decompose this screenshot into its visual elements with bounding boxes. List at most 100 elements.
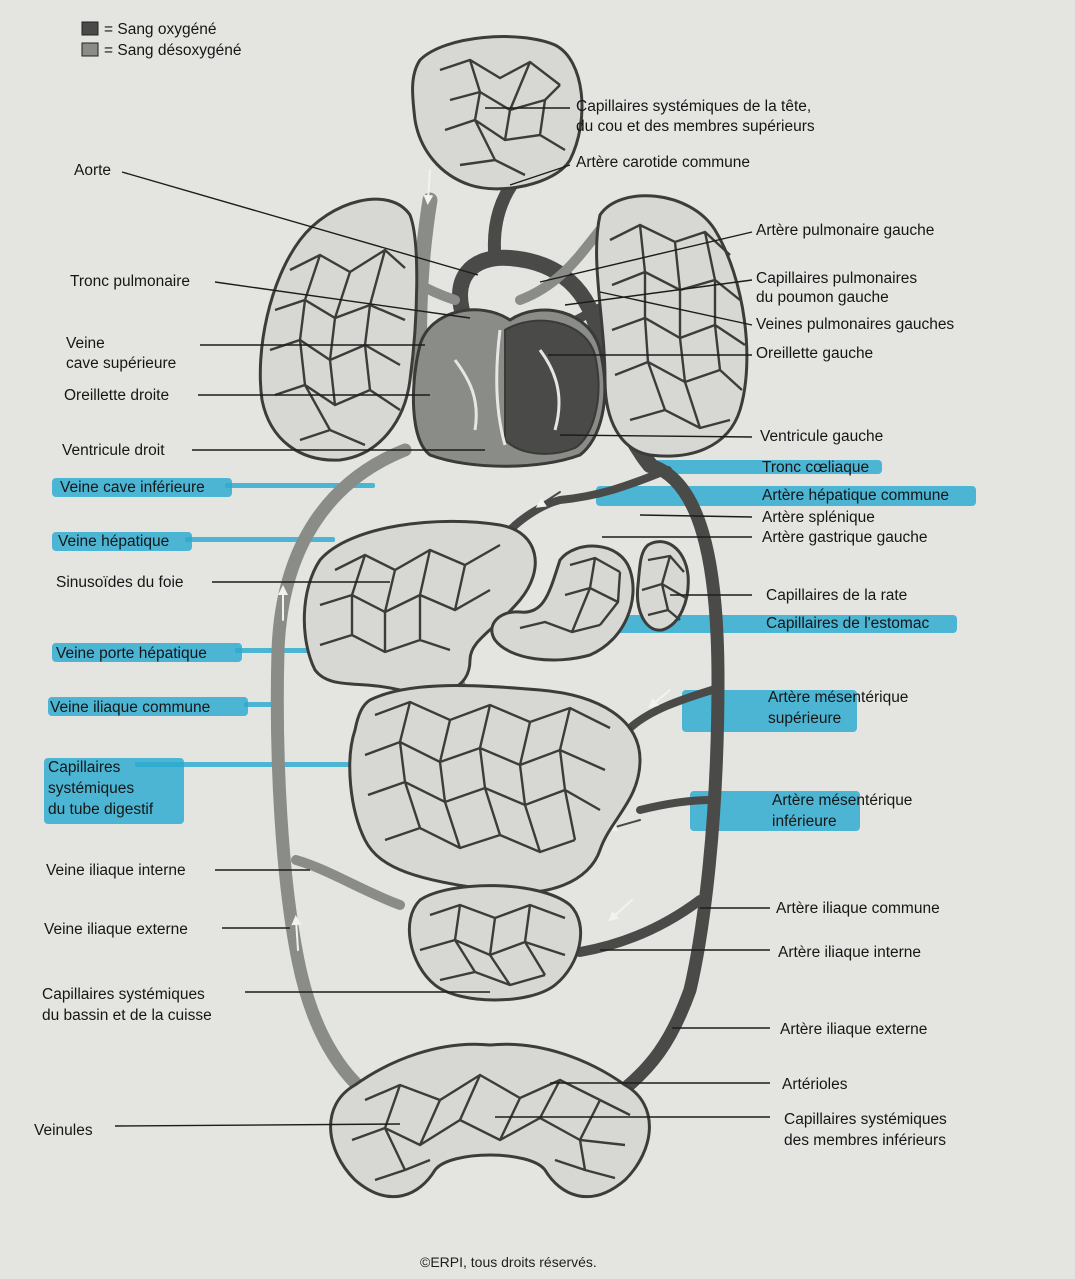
label-capillaires-tete-1: Capillaires systémiques de la tête, xyxy=(576,98,811,115)
label-sinusoides-du-foie: Sinusoïdes du foie xyxy=(56,574,184,591)
label-veine-cave-superieure-1: Veine xyxy=(66,335,105,352)
label-artere-iliaque-commune: Artère iliaque commune xyxy=(776,900,940,917)
highlight-mesenterique-superieure xyxy=(682,690,857,732)
label-artere-pulmonaire-gauche: Artère pulmonaire gauche xyxy=(756,222,934,239)
label-aorte: Aorte xyxy=(74,162,111,179)
label-capillaires-membres-2: des membres inférieurs xyxy=(784,1132,946,1149)
label-veine-iliaque-commune: Veine iliaque commune xyxy=(50,699,210,716)
label-oreillette-droite: Oreillette droite xyxy=(64,387,169,404)
label-artere-gastrique-gauche: Artère gastrique gauche xyxy=(762,529,927,546)
highlighter-marks xyxy=(44,460,976,831)
label-capillaires-pulmonaires-1: Capillaires pulmonaires xyxy=(756,270,917,287)
label-veine-iliaque-interne: Veine iliaque interne xyxy=(46,862,186,879)
legend-deoxygenated-label: = Sang désoxygéné xyxy=(104,42,241,59)
label-tronc-pulmonaire: Tronc pulmonaire xyxy=(70,273,190,290)
heart xyxy=(411,308,607,468)
leader-artere-splenique xyxy=(639,514,753,518)
left-lung-capillaries xyxy=(595,194,749,458)
stomach-capillaries xyxy=(490,544,635,662)
label-veine-cave-inferieure: Veine cave inférieure xyxy=(60,479,205,496)
leader-ventricule-gauche xyxy=(559,434,753,438)
right-lung-mesh xyxy=(269,248,406,447)
leader-veines-pulmonaires xyxy=(599,291,753,326)
legend-oxygenated-label: = Sang oxygéné xyxy=(104,21,216,38)
leader-capillaires-pulmonaires xyxy=(564,279,753,306)
label-veinules: Veinules xyxy=(34,1122,93,1139)
leader-lines xyxy=(114,107,770,1127)
highlight-tronc-coeliaque xyxy=(652,460,882,474)
label-mesenterique-superieure-1: Artère mésentérique xyxy=(768,689,908,706)
label-artere-iliaque-externe: Artère iliaque externe xyxy=(780,1021,927,1038)
flow-arrow-mesenteric xyxy=(648,689,671,709)
label-capillaires-rate: Capillaires de la rate xyxy=(766,587,907,604)
flow-arrow-aorta-desc xyxy=(608,899,633,922)
flow-arrow-ext-vein xyxy=(291,915,302,951)
label-capillaires-membres-1: Capillaires systémiques xyxy=(784,1111,947,1128)
label-mesenterique-superieure-2: supérieure xyxy=(768,710,841,727)
label-capillaires-tete-2: du cou et des membres supérieurs xyxy=(576,118,815,135)
flow-arrow-hepatic xyxy=(535,491,561,508)
highlight-capillaires-tube-digestif xyxy=(44,758,184,824)
label-capillaires-tube-3: du tube digestif xyxy=(48,801,154,818)
label-veine-hepatique: Veine hépatique xyxy=(58,533,169,550)
label-mesenterique-inferieure-2: inférieure xyxy=(772,813,837,830)
leader-aorte xyxy=(121,171,479,276)
head-capillary-bed xyxy=(411,35,584,191)
labels-left: Aorte Tronc pulmonaire Veine cave supéri… xyxy=(34,162,212,1139)
iliac-vein-internal xyxy=(291,855,405,910)
label-capillaires-pulmonaires-2: du poumon gauche xyxy=(756,289,889,306)
label-tronc-coeliaque: Tronc cœliaque xyxy=(762,459,869,476)
highlight-veine-hepatique xyxy=(52,532,192,551)
leader-pulmonaire-gauche xyxy=(539,231,753,283)
highlight-mesenterique-inferieure xyxy=(690,791,860,831)
legend: = Sang oxygéné = Sang désoxygéné xyxy=(81,21,241,59)
digestive-tract-capillaries xyxy=(348,684,642,895)
celiac-trunk xyxy=(506,466,672,534)
label-capillaires-tube-2: systémiques xyxy=(48,780,134,797)
label-veine-iliaque-externe: Veine iliaque externe xyxy=(44,921,188,938)
label-capillaires-bassin-2: du bassin et de la cuisse xyxy=(42,1007,212,1024)
label-veine-porte-hepatique: Veine porte hépatique xyxy=(56,645,207,662)
label-artere-splenique: Artère splénique xyxy=(762,509,875,526)
carotid-artery xyxy=(487,173,522,265)
label-veines-pulmonaires-gauches: Veines pulmonaires gauches xyxy=(756,316,954,333)
leader-tronc-pulmonaire xyxy=(214,281,471,319)
flow-arrow-svc xyxy=(423,169,434,205)
pulmonary-artery-left xyxy=(515,225,605,305)
lower-limb-mesh xyxy=(351,1073,631,1182)
leader-veinules xyxy=(114,1123,401,1127)
inferior-mesenteric-artery xyxy=(636,796,716,814)
label-veine-cave-superieure-2: cave supérieure xyxy=(66,355,176,372)
pelvis-capillaries xyxy=(407,884,583,1002)
label-capillaires-estomac: Capillaires de l'estomac xyxy=(766,615,929,632)
liver-mesh xyxy=(319,543,501,654)
spleen-mesh xyxy=(641,554,687,621)
stomach-mesh xyxy=(519,556,622,634)
arterial-descending-loop xyxy=(603,458,725,1107)
heart-septum xyxy=(453,329,561,446)
label-artere-iliaque-interne: Artère iliaque interne xyxy=(778,944,921,961)
label-capillaires-bassin-1: Capillaires systémiques xyxy=(42,986,205,1003)
label-arterioles: Artérioles xyxy=(782,1076,848,1093)
legend-swatch-deoxygenated xyxy=(81,42,99,57)
label-ventricule-droit: Ventricule droit xyxy=(62,442,165,459)
label-capillaires-tube-1: Capillaires xyxy=(48,759,121,776)
label-artere-carotide-commune: Artère carotide commune xyxy=(576,154,750,171)
highlight-veine-cave-inferieure xyxy=(52,478,232,497)
highlight-veine-iliaque-commune-line xyxy=(244,702,276,707)
venous-return-loop xyxy=(270,443,412,1107)
right-lung-capillaries xyxy=(258,197,419,462)
flow-arrow-sinus xyxy=(607,819,641,832)
labels-right: Capillaires systémiques de la tête, du c… xyxy=(576,98,954,1149)
leader-carotide xyxy=(509,164,571,186)
label-ventricule-gauche: Ventricule gauche xyxy=(760,428,883,445)
label-artere-hepatique-commune: Artère hépatique commune xyxy=(762,487,949,504)
superior-mesenteric-artery xyxy=(626,686,716,732)
copyright-footer: ©ERPI, tous droits réservés. xyxy=(420,1254,597,1270)
pelvis-mesh xyxy=(419,903,566,987)
label-oreillette-gauche: Oreillette gauche xyxy=(756,345,873,362)
label-mesenterique-inferieure-1: Artère mésentérique xyxy=(772,792,912,809)
highlight-veine-porte xyxy=(52,643,242,662)
legend-swatch-oxygenated xyxy=(81,21,99,36)
